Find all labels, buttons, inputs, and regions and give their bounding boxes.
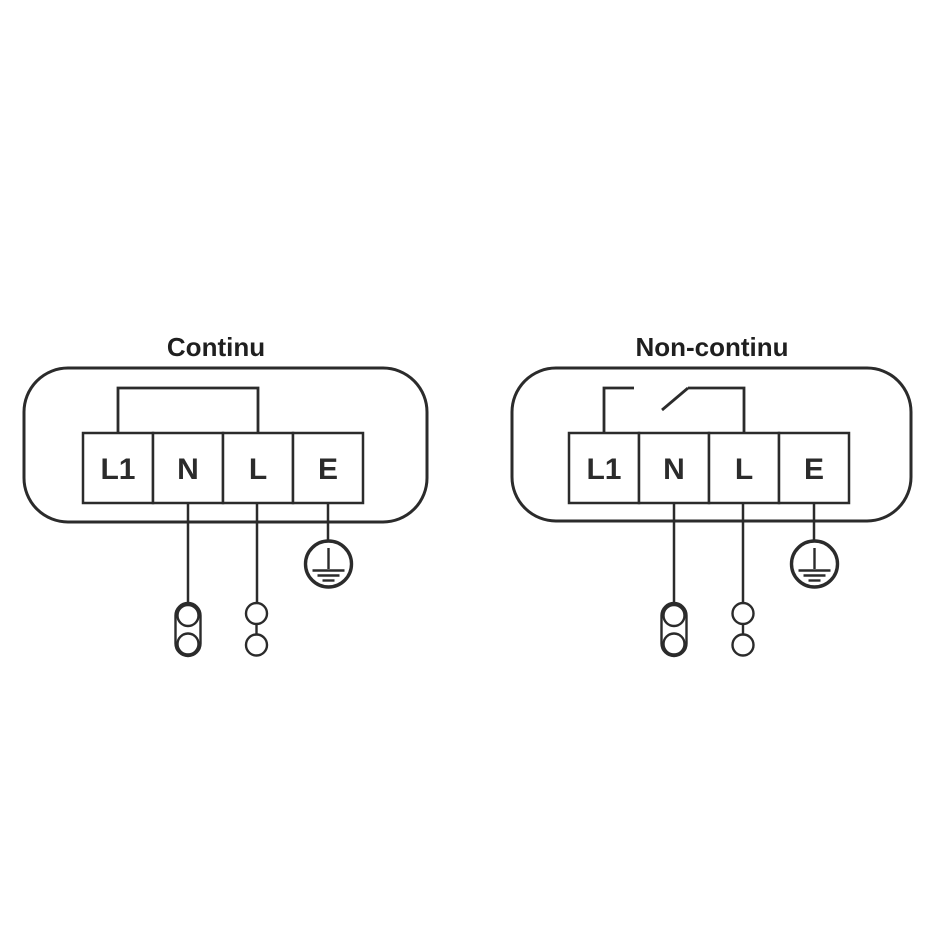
link-bridge — [116, 386, 260, 433]
earth-circle — [303, 539, 354, 589]
terminal-box-l — [221, 431, 295, 505]
terminal-box-l1 — [81, 431, 155, 505]
terminal-box-l1 — [567, 431, 641, 505]
capsule-circle-bottom — [176, 632, 200, 656]
connector-circle-top — [244, 601, 269, 626]
capsule-circle-top — [662, 603, 686, 628]
terminal-label-l1: L1 — [586, 453, 621, 486]
terminal-box-e — [777, 431, 851, 505]
switch-output-lead — [688, 386, 746, 433]
terminal-label-l: L — [249, 453, 267, 486]
capsule-circle-bottom — [662, 632, 686, 656]
earth-circle — [789, 539, 840, 589]
double-circle-connector-icon — [244, 601, 269, 657]
terminal-label-n: N — [663, 453, 685, 486]
capsule-connector-icon — [660, 601, 688, 658]
switch-fixed-lead — [602, 386, 634, 433]
terminal-block: L1 N L E — [567, 431, 851, 505]
switch-blade — [661, 386, 689, 412]
capsule-outline — [174, 601, 202, 658]
diagram-continu: Continu L1 N L E — [22, 332, 429, 658]
terminal-block: L1 N L E — [81, 431, 365, 505]
earth-ground-icon — [789, 539, 840, 589]
terminal-label-n: N — [177, 453, 199, 486]
terminal-label-l1: L1 — [100, 453, 135, 486]
diagram-title-continu: Continu — [167, 332, 265, 362]
diagram-non-continu: Non-continu L1 N L E — [510, 332, 913, 658]
earth-ground-icon — [303, 539, 354, 589]
connector-circle-bottom — [244, 633, 269, 657]
capsule-connector-icon — [174, 601, 202, 658]
double-circle-connector-icon — [731, 601, 755, 657]
terminal-label-e: E — [318, 453, 338, 486]
switch-contact-icon — [602, 386, 746, 433]
diagram-title-non-continu: Non-continu — [635, 332, 788, 362]
capsule-outline — [660, 601, 688, 658]
terminal-label-e: E — [804, 453, 824, 486]
connector-circle-top — [731, 601, 755, 626]
terminal-label-l: L — [735, 453, 753, 486]
terminal-box-l — [707, 431, 781, 505]
connector-circle-bottom — [731, 633, 755, 657]
capsule-circle-top — [176, 603, 200, 628]
